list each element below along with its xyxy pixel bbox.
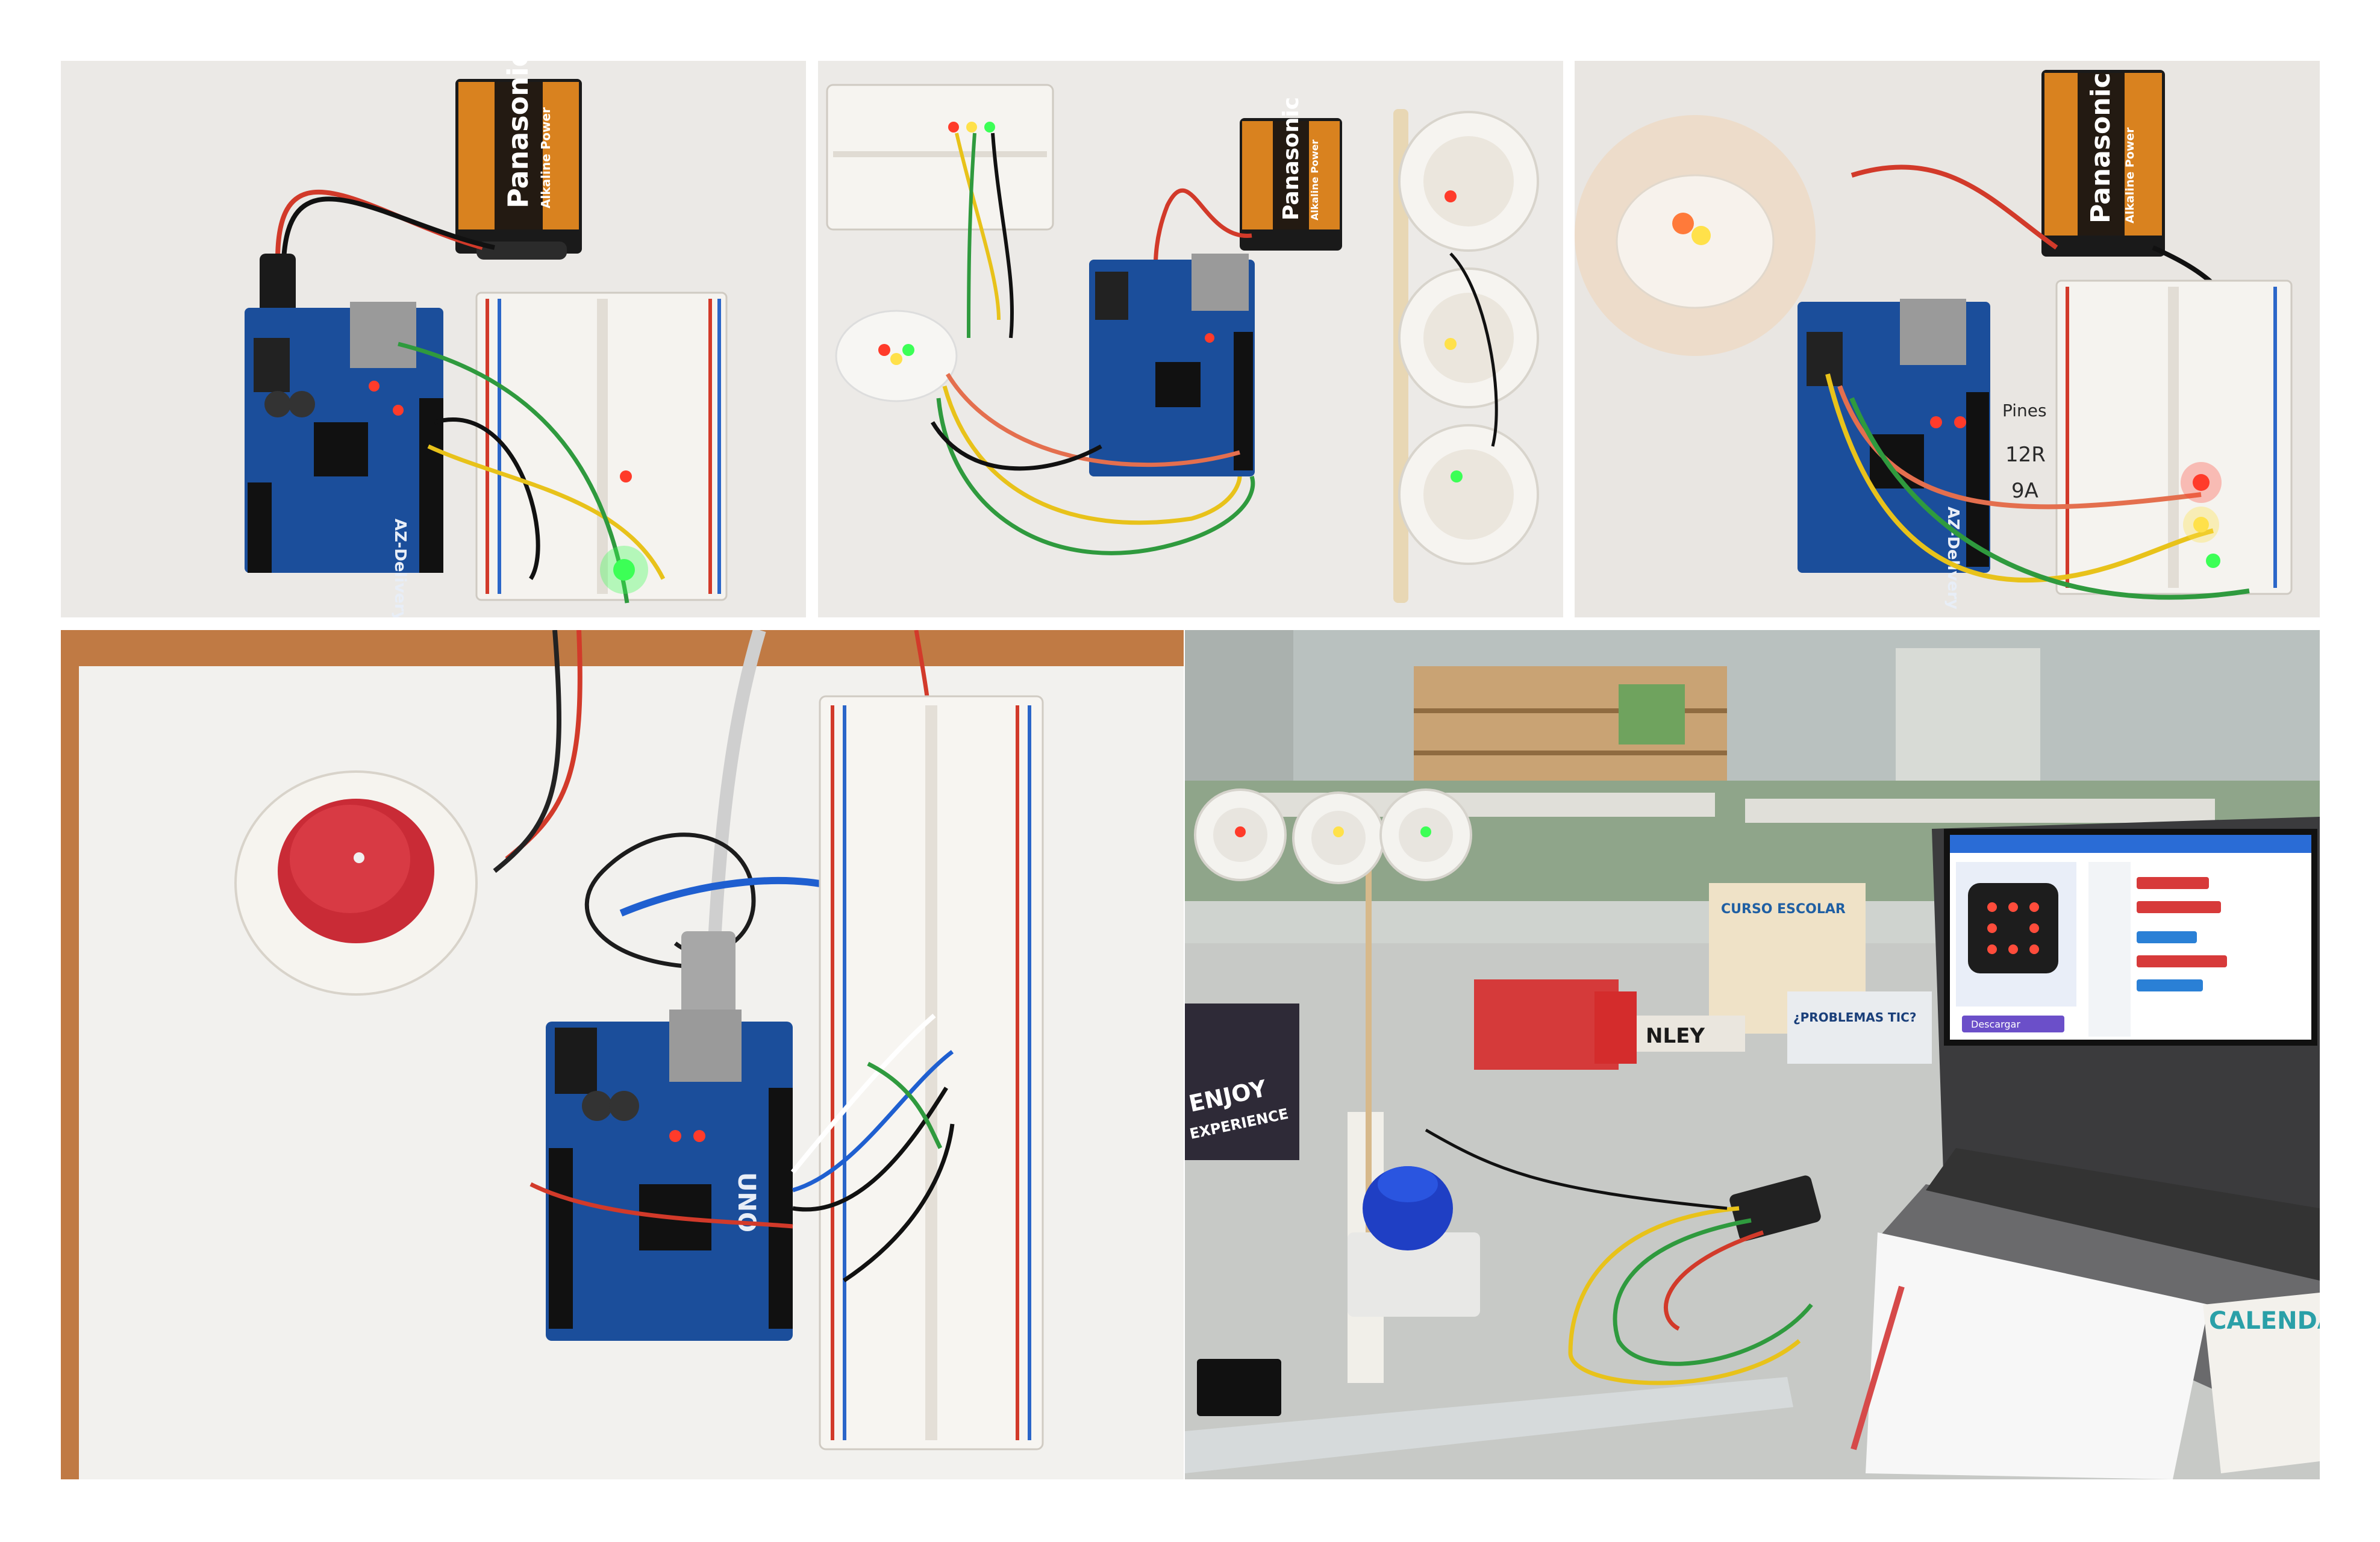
cup-green (1379, 788, 1472, 881)
board-label: AZ-Delivery (391, 519, 409, 617)
cup-yellow (1292, 791, 1385, 884)
breadboard (475, 292, 728, 601)
push-button (234, 770, 478, 996)
led-red (1235, 826, 1246, 837)
arduino-board (1089, 254, 1255, 476)
battery-line: Alkaline Power (1309, 140, 1320, 220)
led-green (1451, 470, 1463, 482)
handwritten-note-2: 12R (2005, 443, 2046, 467)
photo-arduino-button: UNO (61, 630, 1184, 1479)
screen-download-button: Descargar (1971, 1019, 2020, 1030)
battery-brand: Panasonic (2085, 72, 2116, 223)
led-orange (1672, 213, 1694, 234)
photo-traffic-light-cups: Panasonic Alkaline Power (818, 61, 1563, 617)
battery-9v: Panasonic Alkaline Power (1240, 97, 1342, 251)
led-green (2206, 554, 2220, 568)
battery-brand: Panasonic (502, 61, 534, 208)
card-text: ¿PROBLEMAS TIC? (1793, 1010, 1916, 1025)
tablet-text: CURSO ESCOLAR (1721, 902, 1846, 917)
battery-brand: Panasonic (1279, 97, 1304, 220)
photo-5-drawing: ENJOY EXPERIENCE CURSO ESCOLAR ¿PROBLEMA… (1185, 630, 2320, 1479)
arduino-board: AZ-Delivery (1797, 299, 1990, 610)
led-yellow (1333, 826, 1344, 837)
battery-9v: Panasonic Alkaline Power (455, 61, 582, 260)
photo-classroom-microbit: ENJOY EXPERIENCE CURSO ESCOLAR ¿PROBLEMA… (1185, 630, 2320, 1479)
breadboard (2055, 279, 2293, 595)
led-yellow (2193, 517, 2209, 532)
battery-line: Alkaline Power (2123, 127, 2137, 223)
board-label: AZ-Delivery (1944, 507, 1962, 610)
photo-3-drawing: Panasonic Alkaline Power AZ-Delivery Pin… (1575, 61, 2320, 617)
battery-line: Alkaline Power (539, 107, 553, 208)
handwritten-note-1: Pines (2002, 401, 2047, 420)
arduino-board: UNO (546, 1010, 793, 1341)
photo-4-drawing: UNO (61, 630, 1184, 1479)
led-red (2193, 474, 2210, 491)
laptop: Descargar (1878, 817, 2320, 1437)
printed-box: ENJOY EXPERIENCE (1185, 1004, 1299, 1160)
photo-arduino-three-leds: Panasonic Alkaline Power AZ-Delivery Pin… (1575, 61, 2320, 617)
handwritten-note-3: 9A (2011, 479, 2038, 503)
tape-text: NLEY (1646, 1024, 1705, 1048)
led-yellow (1445, 338, 1457, 350)
led-red (1445, 190, 1457, 202)
cup-red (1194, 788, 1287, 881)
led-red (620, 470, 632, 482)
cup-top (1398, 111, 1539, 252)
calendar-text: CALENDA (2209, 1307, 2320, 1335)
arduino-board: AZ-Delivery (245, 302, 443, 617)
photo-1-drawing: Panasonic Alkaline Power AZ-Delivery (61, 61, 806, 617)
led-green (613, 559, 635, 581)
cup-bottom (1398, 424, 1539, 565)
battery-9v: Panasonic Alkaline Power (2041, 70, 2165, 257)
photo-2-drawing: Panasonic Alkaline Power (818, 61, 1563, 617)
photo-arduino-single-led: Panasonic Alkaline Power AZ-Delivery (61, 61, 806, 617)
cup-middle (1398, 267, 1539, 408)
led-green (1420, 826, 1431, 837)
